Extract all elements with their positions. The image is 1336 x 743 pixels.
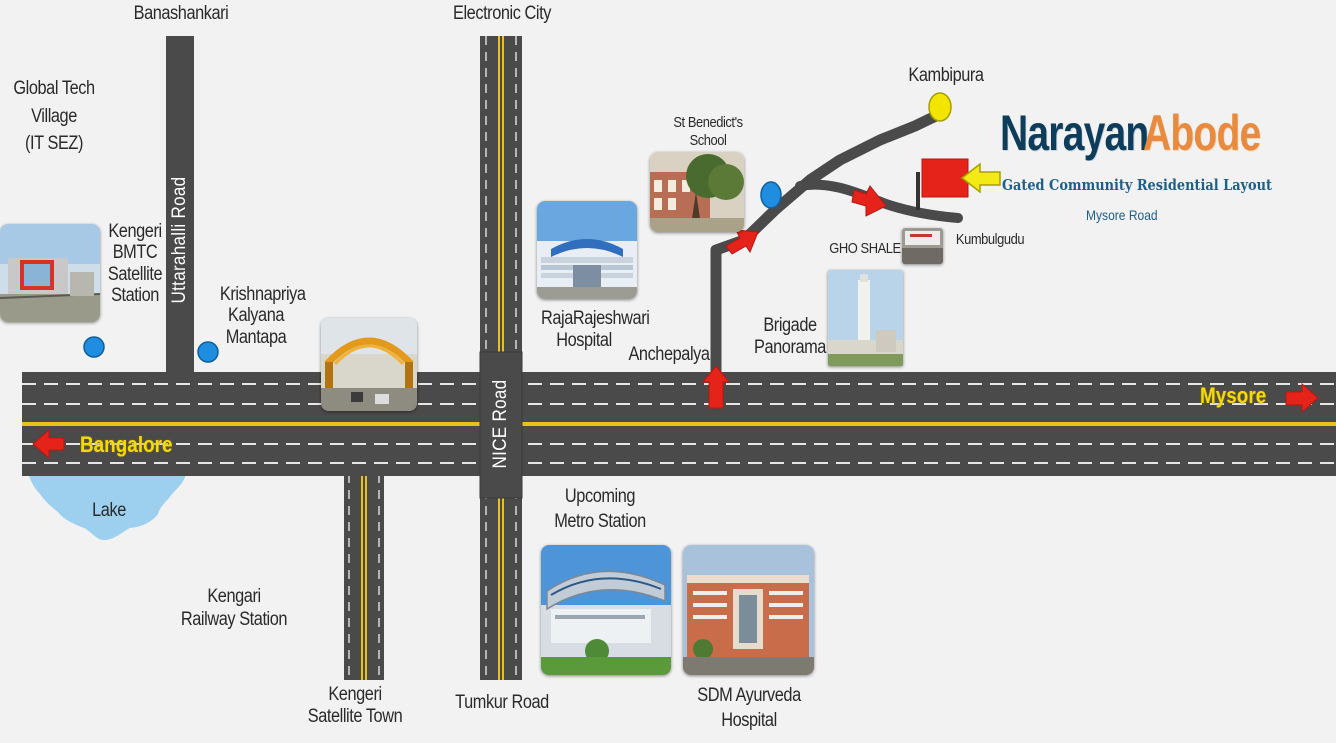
metro-station-photo	[541, 545, 671, 675]
nice-road-crossing	[479, 351, 523, 499]
nice-road-label: NICE Road	[490, 379, 511, 469]
direction-arrow-northeast	[725, 229, 759, 255]
sdm-ayurveda-label: SDM Ayurveda Hospital	[697, 685, 801, 731]
anchepalya-label: Anchepalya	[628, 344, 710, 365]
kengeri-bmtc-marker	[83, 336, 105, 358]
sdm-ayurveda-hospital-photo	[683, 545, 814, 675]
arrow-pointing-site-icon	[960, 162, 1001, 194]
brand-name-primary: Narayan	[1000, 105, 1149, 161]
kengeri-bmtc-photo	[0, 224, 100, 322]
krishnapriya-photo	[321, 318, 417, 411]
kengeri-satellite-town-label: Kengeri Satellite Town	[307, 684, 403, 728]
site-pole	[916, 172, 920, 210]
uttarahalli-road	[166, 36, 194, 374]
st-benedicts-school-photo	[650, 152, 744, 232]
site-location-marker	[921, 158, 969, 198]
brand-location: Mysore Road	[1086, 207, 1158, 223]
upcoming-metro-label: Upcoming Metro Station	[554, 486, 646, 532]
st-benedicts-marker	[760, 181, 782, 209]
direction-arrow-east-branch	[851, 185, 887, 217]
rajarajeshwari-hospital-photo	[537, 201, 637, 299]
nice-road-south	[480, 474, 522, 680]
arrow-right-mysore-icon	[1285, 382, 1319, 414]
global-tech-village-label: Global Tech Village (IT SEZ)	[13, 78, 95, 155]
brand-tagline: Gated Community Residential Layout	[1002, 176, 1272, 194]
banashankari-label: Banashankari	[133, 3, 229, 24]
kumbulgudu-label: Kumbulgudu	[955, 231, 1025, 248]
lake-label: Lake	[92, 500, 126, 521]
mysore-road-highway	[22, 372, 1336, 476]
brigade-panorama-label: Brigade Panorama	[754, 315, 826, 359]
brand-name-secondary: Abode	[1143, 105, 1261, 161]
rajarajeshwari-label: RajaRajeshwari Hospital	[541, 308, 650, 352]
arrow-left-bangalore-icon	[32, 428, 65, 460]
tumkur-road-label: Tumkur Road	[455, 692, 549, 713]
direction-arrow-north	[701, 365, 731, 409]
kengari-railway-label: Kengari Railway Station	[180, 586, 288, 630]
nice-road-north	[480, 36, 522, 374]
krishnapriya-label: Krishnapriya Kalyana Mantapa	[219, 284, 306, 348]
st-benedicts-label: St Benedict's School	[673, 114, 743, 149]
uttarahalli-road-label: Uttarahalli Road	[169, 176, 190, 304]
lake-shape	[28, 472, 186, 540]
kambipura-label: Kambipura	[908, 65, 984, 86]
electronic-city-label: Electronic City	[453, 3, 551, 24]
kambipura-marker	[928, 92, 952, 122]
gho-shale-label: GHO SHALE	[829, 240, 901, 257]
mysore-direction-label: Mysore	[1200, 383, 1267, 408]
anchepalya-road	[710, 108, 963, 386]
brigade-panorama-photo	[828, 270, 903, 366]
krishnapriya-marker	[197, 341, 219, 363]
gho-shale-photo	[902, 228, 943, 264]
kengeri-bmtc-label: Kengeri BMTC Satellite Station	[107, 221, 163, 306]
bangalore-direction-label: Bangalore	[80, 432, 173, 457]
